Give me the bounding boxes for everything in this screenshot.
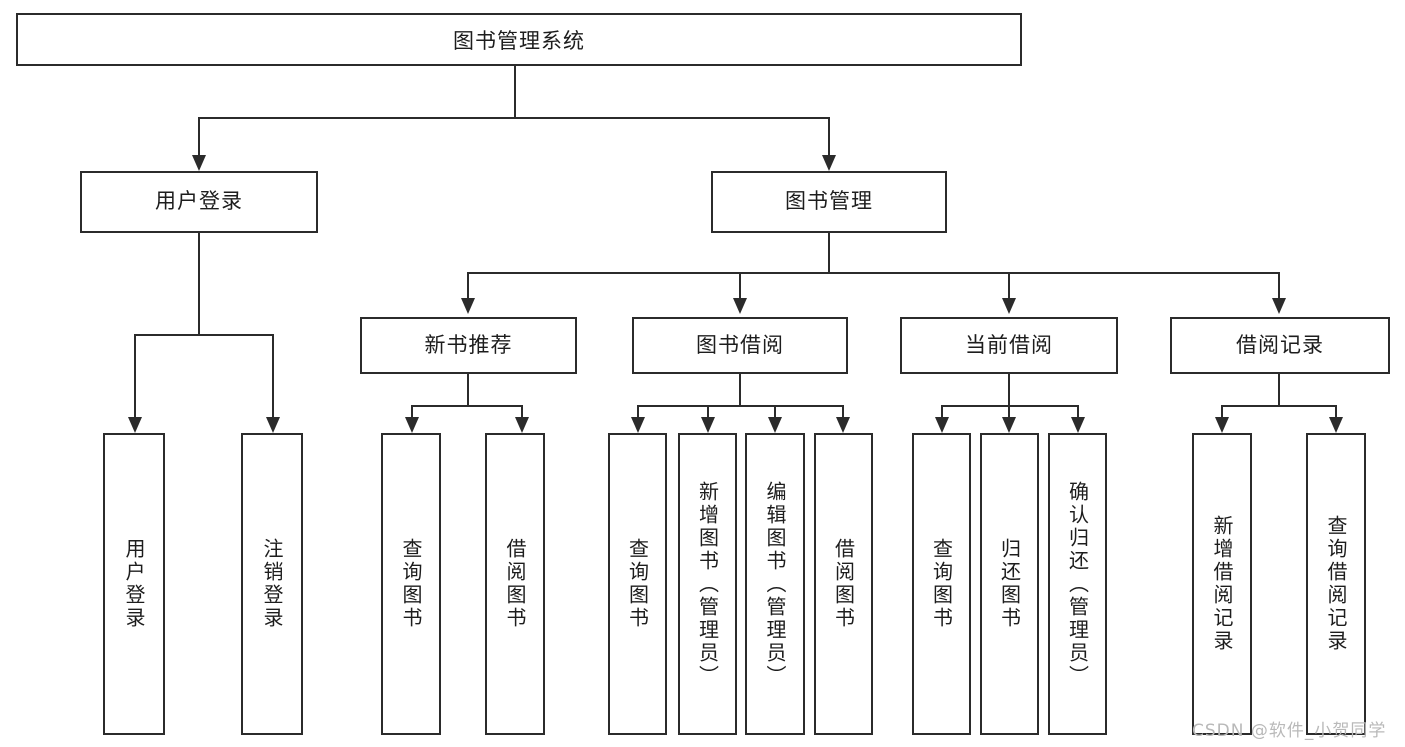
node-label: 查询借阅记录 (1324, 515, 1348, 653)
arrow-to-nbr-leaf-1 (405, 417, 419, 433)
node-label: 新书推荐 (424, 332, 513, 357)
arrow-to-bb-leaf-1 (631, 417, 645, 433)
arrow-to-user-login (192, 155, 206, 171)
connector-br-drop-2 (1335, 405, 1337, 417)
node-label: 图书管理系统 (453, 28, 585, 53)
arrow-to-br-leaf-1 (1215, 417, 1229, 433)
arrow-to-br-leaf-2 (1329, 417, 1343, 433)
node-book-management[interactable]: 图书管理 (711, 171, 947, 233)
connector-book-management-stem (828, 233, 830, 273)
leaf-logout[interactable]: 注销登录 (241, 433, 303, 735)
leaf-borrow-book-nbr[interactable]: 借阅图书 (485, 433, 545, 735)
node-label: 归还图书 (997, 538, 1022, 630)
connector-cb-drop-1 (941, 405, 943, 417)
node-label: 当前借阅 (965, 332, 1053, 357)
arrow-to-bb-leaf-2 (701, 417, 715, 433)
leaf-edit-book-admin[interactable]: 编辑图书（管理员） (745, 433, 805, 735)
leaf-borrow-book-bb[interactable]: 借阅图书 (814, 433, 873, 735)
arrow-to-new-book-recommend (461, 298, 475, 314)
connector-br-drop-1 (1221, 405, 1223, 417)
leaf-query-book-bb[interactable]: 查询图书 (608, 433, 667, 735)
connector-bm-drop-2 (739, 272, 741, 298)
arrow-to-book-management (822, 155, 836, 171)
node-label: 图书管理 (785, 189, 873, 214)
node-label: 新增借阅记录 (1210, 515, 1234, 653)
node-label: 借阅记录 (1236, 332, 1324, 357)
arrow-to-leaf-logout (266, 417, 280, 433)
node-book-borrow[interactable]: 图书借阅 (632, 317, 848, 374)
leaf-query-book-nbr[interactable]: 查询图书 (381, 433, 441, 735)
node-new-book-recommend[interactable]: 新书推荐 (360, 317, 577, 374)
leaf-confirm-return-admin[interactable]: 确认归还（管理员） (1048, 433, 1107, 735)
connector-user-login-drop-1 (134, 334, 136, 417)
node-label: 查询图书 (399, 538, 423, 630)
leaf-add-book-admin[interactable]: 新增图书（管理员） (678, 433, 737, 735)
node-label: 注销登录 (260, 538, 284, 630)
connector-bm-drop-3 (1008, 272, 1010, 298)
csdn-watermark: CSDN @软件_小贺同学 (1192, 721, 1387, 741)
node-label: 编辑图书（管理员） (763, 480, 787, 688)
arrow-to-nbr-leaf-2 (515, 417, 529, 433)
connector-nbr-stem (467, 374, 469, 406)
node-label: 借阅图书 (503, 538, 527, 630)
node-current-borrow[interactable]: 当前借阅 (900, 317, 1118, 374)
connector-br-bus (1221, 405, 1337, 407)
connector-user-login-stem (198, 233, 200, 335)
connector-bb-drop-1 (637, 405, 639, 417)
node-label: 图书借阅 (696, 332, 784, 357)
arrow-to-cb-leaf-1 (935, 417, 949, 433)
arrow-to-borrow-records (1272, 298, 1286, 314)
connector-nbr-bus (411, 405, 523, 407)
arrow-to-bb-leaf-4 (836, 417, 850, 433)
leaf-query-borrow-record[interactable]: 查询借阅记录 (1306, 433, 1366, 735)
leaf-query-book-cb[interactable]: 查询图书 (912, 433, 971, 735)
connector-bb-drop-2 (707, 405, 709, 417)
connector-nbr-drop-1 (411, 405, 413, 417)
connector-br-stem (1278, 374, 1280, 406)
arrow-to-current-borrow (1002, 298, 1016, 314)
node-label: 确认归还（管理员） (1065, 480, 1090, 688)
node-root-book-management-system[interactable]: 图书管理系统 (16, 13, 1022, 66)
arrow-to-bb-leaf-3 (768, 417, 782, 433)
connector-root-drop-2 (828, 117, 830, 155)
connector-user-login-bus (134, 334, 274, 336)
connector-bm-drop-4 (1278, 272, 1280, 298)
connector-root-bus (198, 117, 830, 119)
connector-cb-drop-3 (1077, 405, 1079, 417)
connector-bb-drop-3 (774, 405, 776, 417)
node-label: 用户登录 (122, 538, 146, 630)
node-label: 用户登录 (155, 189, 243, 214)
connector-bb-bus (637, 405, 844, 407)
connector-root-stem (514, 66, 516, 118)
connector-bm-drop-1 (467, 272, 469, 298)
leaf-user-login[interactable]: 用户登录 (103, 433, 165, 735)
arrow-to-leaf-user-login (128, 417, 142, 433)
connector-cb-stem (1008, 374, 1010, 406)
connector-root-drop-1 (198, 117, 200, 155)
connector-cb-bus (941, 405, 1079, 407)
connector-nbr-drop-2 (521, 405, 523, 417)
arrow-to-book-borrow (733, 298, 747, 314)
node-label: 查询图书 (625, 538, 650, 630)
node-label: 查询图书 (929, 538, 954, 630)
leaf-return-book[interactable]: 归还图书 (980, 433, 1039, 735)
connector-bb-stem (739, 374, 741, 406)
connector-bb-drop-4 (842, 405, 844, 417)
connector-user-login-drop-2 (272, 334, 274, 417)
node-borrow-records[interactable]: 借阅记录 (1170, 317, 1390, 374)
connector-cb-drop-2 (1008, 405, 1010, 417)
leaf-add-borrow-record[interactable]: 新增借阅记录 (1192, 433, 1252, 735)
arrow-to-cb-leaf-2 (1002, 417, 1016, 433)
connector-book-management-bus (467, 272, 1280, 274)
arrow-to-cb-leaf-3 (1071, 417, 1085, 433)
node-label: 新增图书（管理员） (695, 480, 720, 688)
node-label: 借阅图书 (831, 538, 856, 630)
node-user-login[interactable]: 用户登录 (80, 171, 318, 233)
